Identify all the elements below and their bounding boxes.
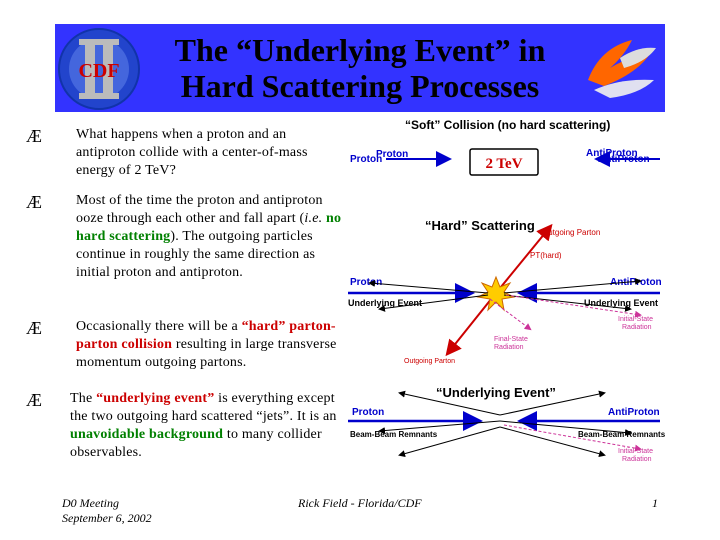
title-line-1: The “Underlying Event” in — [174, 32, 546, 68]
lab-logo — [580, 28, 662, 108]
fsr-label-1: Final-State — [494, 336, 528, 343]
bullet-4-text: The “underlying event” is everything exc… — [70, 391, 337, 460]
footer-page-number: 1 — [652, 496, 658, 510]
footer-meeting-block: D0 Meeting September 6, 2002 — [62, 496, 152, 526]
bullet-3-text: Occasionally there will be a “hard” part… — [76, 319, 337, 370]
bbr-right-label: Beam-Beam Remnants — [578, 430, 666, 439]
soft-proton-outer-label: Proton — [350, 154, 382, 165]
fsr-label-2: Radiation — [494, 344, 524, 351]
hard-scattering-diagram: “Hard” Scattering Outgoing Parton PT(har… — [348, 218, 662, 365]
bullet-2-text: Most of the time the proton and antiprot… — [76, 193, 342, 280]
pt-hard-label: PT(hard) — [530, 251, 562, 260]
ue-right-label: Underlying Event — [584, 298, 658, 308]
collision-diagrams: “Soft” Collision (no hard scattering) Pr… — [348, 118, 666, 463]
ue-isr-label-2: Radiation — [622, 456, 652, 463]
outgoing-parton-bottom-label: Outgoing Parton — [404, 358, 455, 365]
cdf-logo: CDF — [58, 28, 140, 110]
bullet-1-text: What happens when a proton and an antipr… — [76, 127, 308, 178]
hard-proton-label: Proton — [350, 277, 382, 288]
bullet-icon: Æ — [26, 192, 43, 212]
hard-isr-label-2: Radiation — [622, 324, 652, 331]
hard-isr-label-1: Initial-State — [618, 316, 653, 323]
footer-meeting: D0 Meeting — [62, 496, 119, 510]
page-title: The “Underlying Event” in Hard Scatterin… — [140, 32, 580, 104]
footer-author: Rick Field - Florida/CDF — [298, 496, 422, 510]
soft-antiproton-outer-label: AntiProton — [598, 154, 650, 165]
collision-burst-icon — [476, 275, 516, 312]
bullet-icon: Æ — [26, 126, 43, 146]
hard-scattering-title: “Hard” Scattering — [425, 218, 535, 233]
underlying-event-title: “Underlying Event” — [436, 385, 556, 400]
footer-date: September 6, 2002 — [62, 511, 152, 525]
cdf-logo-text: CDF — [78, 60, 119, 82]
outgoing-parton-top-label: Outgoing Parton — [542, 228, 600, 237]
ue-antiproton-label: AntiProton — [608, 407, 660, 418]
ue-proton-label: Proton — [352, 407, 384, 418]
soft-collision-diagram: “Soft” Collision (no hard scattering) Pr… — [350, 118, 660, 176]
underlying-event-diagram: “Underlying Event” Proton AntiProton Bea… — [348, 385, 666, 463]
ue-isr-label-1: Initial-State — [618, 448, 653, 455]
bullet-icon: Æ — [26, 318, 43, 338]
title-line-2: Hard Scattering Processes — [180, 68, 540, 104]
soft-proton-inner-label: Proton — [376, 149, 408, 160]
bbr-left-label: Beam-Beam Remnants — [350, 430, 438, 439]
bullet-icon: Æ — [26, 390, 43, 410]
ue-left-label: Underlying Event — [348, 298, 422, 308]
soft-antiproton-inner-label: AntiProton — [586, 148, 638, 159]
energy-label: 2 TeV — [485, 156, 522, 172]
soft-collision-title: “Soft” Collision (no hard scattering) — [405, 118, 610, 132]
title-banner — [55, 24, 665, 112]
